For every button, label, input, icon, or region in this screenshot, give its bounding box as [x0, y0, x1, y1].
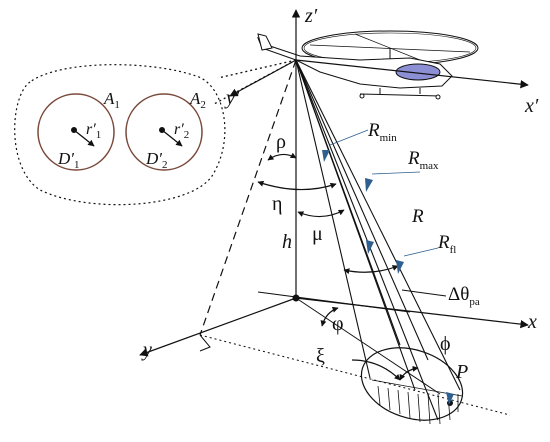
rmin-label: Rmin — [367, 120, 397, 144]
x-prime-axis — [295, 59, 529, 89]
beam-lines — [295, 59, 461, 421]
p-label: P — [455, 361, 468, 383]
vector-r1 — [73, 129, 95, 147]
x-axis — [295, 297, 529, 329]
z-prime-label: z′ — [304, 5, 318, 27]
d1-label: D′1 — [57, 149, 80, 171]
a2-label: A2 — [189, 89, 206, 111]
aperture-callout — [14, 64, 226, 206]
r2-label: r′2 — [174, 121, 189, 141]
h-label: h — [282, 231, 292, 253]
y-label: y — [141, 339, 152, 361]
eta-label: η — [272, 193, 282, 215]
varphi-label: φ — [332, 313, 344, 335]
d2-label: D′2 — [145, 149, 168, 171]
a1-label: A1 — [103, 89, 120, 111]
rfl-label: Rfl — [437, 232, 456, 256]
delta-theta-label: Δθpa — [448, 284, 480, 308]
rho-label: ρ — [276, 131, 286, 153]
rmax-label: Rmax — [407, 148, 439, 172]
footprint-ellipse — [360, 347, 464, 425]
x-label: x — [527, 311, 537, 333]
aperture-d1 — [37, 93, 115, 171]
y-prime-label: y′ — [224, 87, 240, 109]
helicopter-icon — [256, 30, 479, 100]
y-axis — [139, 297, 297, 357]
y-prime-axis — [229, 59, 297, 97]
aperture-d2 — [125, 93, 203, 171]
xi-label: ξ — [316, 345, 325, 367]
mu-label: μ — [312, 223, 323, 245]
range-markers — [322, 150, 454, 405]
vector-r2 — [161, 129, 183, 147]
phi-label: ϕ — [440, 333, 451, 355]
x-prime-label: x′ — [524, 95, 539, 117]
r-label: R — [411, 206, 424, 227]
r1-label: r′1 — [86, 121, 101, 141]
